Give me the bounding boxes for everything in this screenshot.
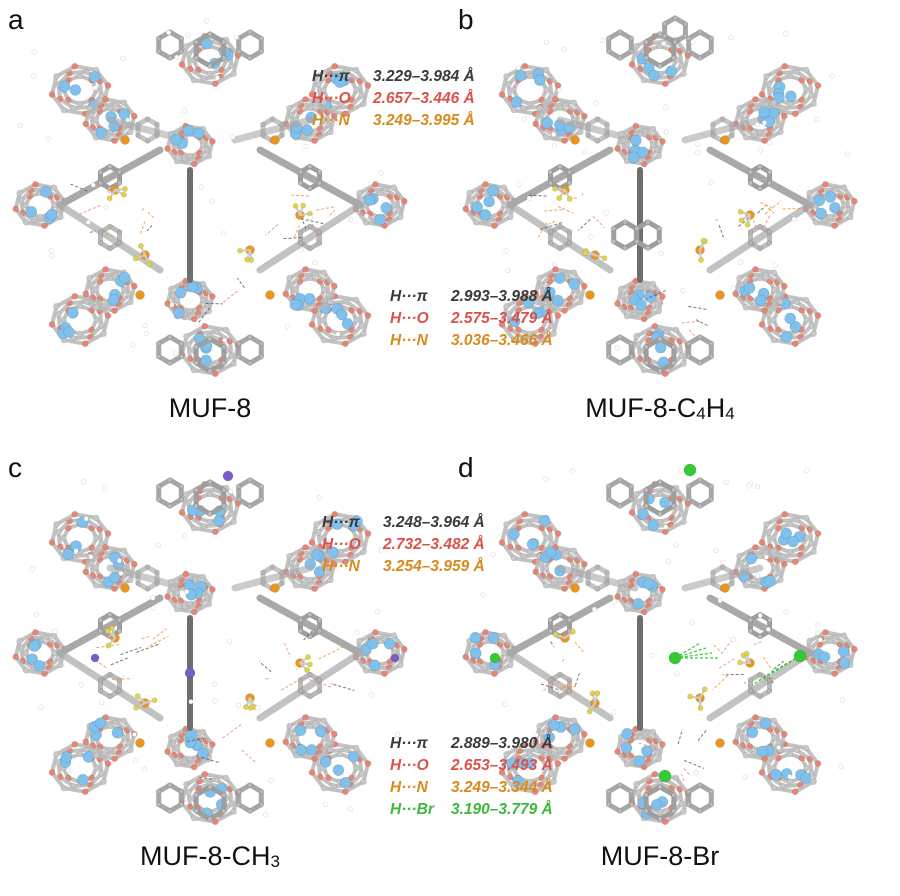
panel-letter: b xyxy=(458,4,474,35)
panel-caption: MUF-8-CH3 xyxy=(140,841,280,871)
panel-caption: MUF-8-Br xyxy=(600,841,720,871)
panel-caption: MUF-8 xyxy=(168,393,252,423)
structure-muf-8 xyxy=(12,18,408,378)
structure-muf-8-c4h4 xyxy=(462,15,858,378)
panel-d: d MUF-8-Br xyxy=(450,448,900,896)
structure-muf-8-br xyxy=(462,463,858,826)
panel-letter: d xyxy=(458,452,474,483)
panel-caption: MUF-8-C4H4 xyxy=(585,393,735,423)
panel-b: b MUF-8-C4H4 xyxy=(450,0,900,448)
panel-letter: a xyxy=(8,4,24,35)
structure-muf-8-ch3 xyxy=(12,470,408,826)
panel-letter: c xyxy=(8,452,22,483)
